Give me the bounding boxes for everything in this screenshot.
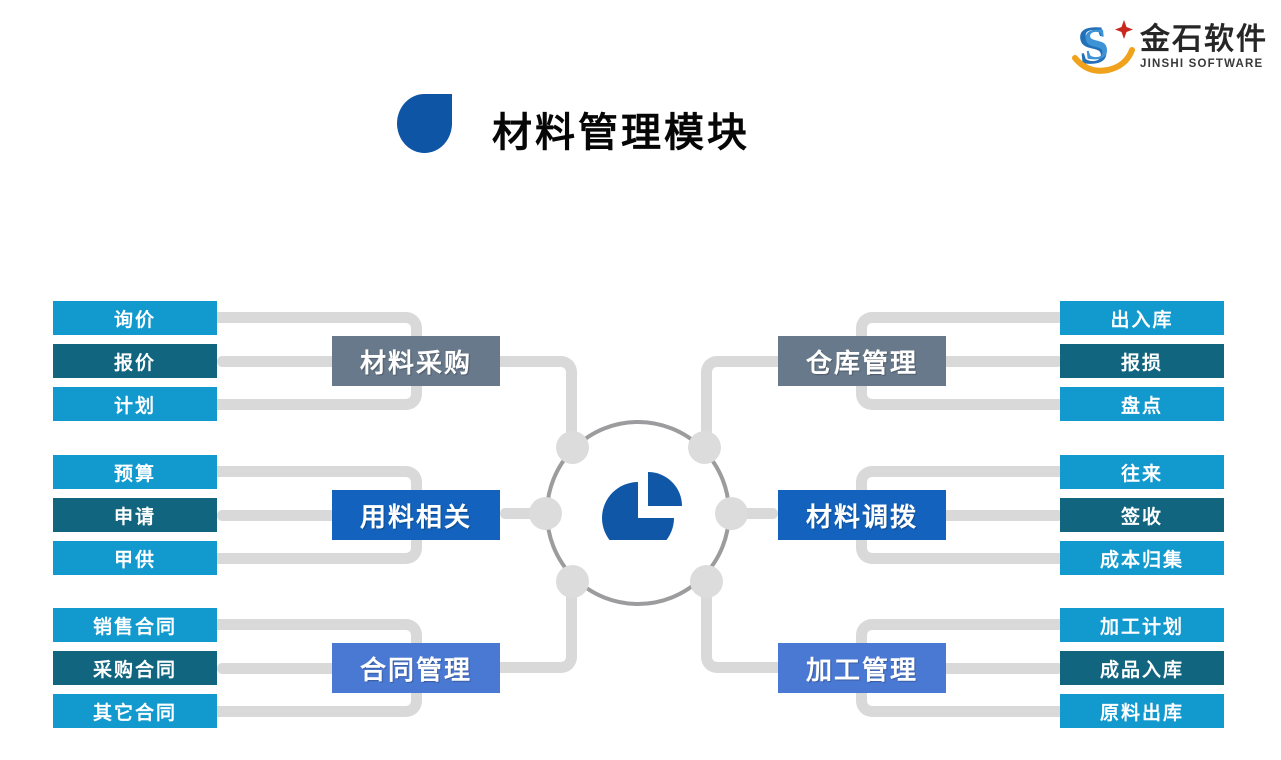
sub-node-budget: 预算: [53, 455, 217, 489]
branch-material-procurement: 材料采购: [332, 336, 500, 386]
connector-mid-right-1: [938, 356, 1063, 367]
sub-node-owner-supplied: 甲供: [53, 541, 217, 575]
connector-hub-top-left: [500, 356, 577, 451]
connector-hub-top-right: [701, 356, 778, 451]
branch-warehouse-management: 仓库管理: [778, 336, 946, 386]
svg-text:S: S: [1081, 19, 1110, 70]
connector-mid-left-3: [217, 663, 342, 674]
hub-node-dot: [555, 430, 589, 464]
connector-mid-right-3: [938, 663, 1063, 674]
hub-node-dot: [714, 496, 748, 530]
sub-node-sign-receipt: 签收: [1060, 498, 1224, 532]
logo-company-name: 金石软件: [1140, 22, 1268, 56]
connector-hub-bottom-right: [701, 576, 778, 673]
connector-hub-mid-right: [730, 508, 778, 519]
connector-hub-mid-left: [500, 508, 548, 519]
sub-node-raw-material-out: 原料出库: [1060, 694, 1224, 728]
hub-node-dot: [687, 430, 721, 464]
sub-node-other-contract: 其它合同: [53, 694, 217, 728]
branch-material-transfer: 材料调拨: [778, 490, 946, 540]
pie-chart-icon: [602, 472, 682, 540]
branch-processing-management: 加工管理: [778, 643, 946, 693]
hub-node-dot: [689, 564, 723, 598]
sub-node-stocktaking: 盘点: [1060, 387, 1224, 421]
sub-node-cost-collection: 成本归集: [1060, 541, 1224, 575]
connector-hub-bottom-left: [500, 576, 577, 673]
connector-mid-left-2: [217, 510, 342, 521]
sub-node-plan: 计划: [53, 387, 217, 421]
sub-node-finished-goods-in: 成品入库: [1060, 651, 1224, 685]
logo-company-subtitle: JINSHI SOFTWARE: [1140, 57, 1264, 70]
branch-material-usage: 用料相关: [332, 490, 500, 540]
sub-node-quotation: 报价: [53, 344, 217, 378]
jinshi-logo-icon: S S: [1072, 14, 1135, 77]
connector-mid-left-1: [217, 356, 342, 367]
hub-node-dot: [528, 496, 562, 530]
sub-node-purchase-contract: 采购合同: [53, 651, 217, 685]
sub-node-processing-plan: 加工计划: [1060, 608, 1224, 642]
sub-node-damage-report: 报损: [1060, 344, 1224, 378]
company-logo: S S 金石软件 JINSHI SOFTWARE: [1072, 14, 1268, 78]
sub-node-application: 申请: [53, 498, 217, 532]
page-title: 材料管理模块: [492, 111, 750, 155]
sub-node-in-out-warehouse: 出入库: [1060, 301, 1224, 335]
title-drop-icon: [397, 94, 452, 153]
branch-contract-management: 合同管理: [332, 643, 500, 693]
connector-mid-right-2: [938, 510, 1063, 521]
hub-node-dot: [555, 564, 589, 598]
sub-node-inquiry: 询价: [53, 301, 217, 335]
sub-node-transactions: 往来: [1060, 455, 1224, 489]
sub-node-sales-contract: 销售合同: [53, 608, 217, 642]
